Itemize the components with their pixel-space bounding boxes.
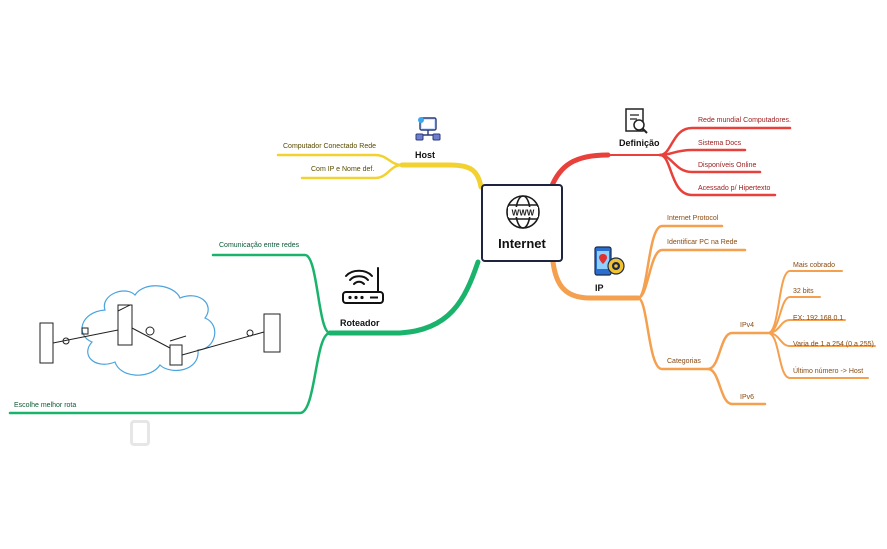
definicao-item-1[interactable]: Rede mundial Computadores.: [698, 117, 791, 124]
definicao-item-3[interactable]: Disponíveis Online: [698, 162, 757, 169]
ipv4-item-5[interactable]: Último número -> Host: [793, 368, 864, 375]
network-sketch-image: [18, 265, 308, 400]
definicao-main-connector: [548, 152, 611, 191]
ipv4-item-4[interactable]: Varia de 1 a 254 (0 a 255): [793, 341, 874, 348]
ip-item-2[interactable]: Identificar PC na Rede: [667, 239, 738, 246]
document-search-icon: [625, 108, 648, 134]
globe-www-icon: WWW: [506, 195, 540, 229]
computer-network-icon: [415, 117, 441, 141]
ipv6-node[interactable]: IPv6: [740, 394, 755, 401]
roteador-main-connector: [327, 259, 481, 336]
central-topic-node[interactable]: WWW Internet: [481, 184, 563, 262]
definicao-item-2[interactable]: Sistema Docs: [698, 140, 742, 147]
ip-categorias[interactable]: Categorias: [667, 358, 701, 365]
ipv4-item-1[interactable]: Mais cobrado: [793, 262, 836, 269]
host-item-1[interactable]: Computador Conectado Rede: [283, 143, 377, 150]
roteador-item-1[interactable]: Comunicação entre redes: [219, 242, 300, 249]
host-main-connector: [399, 162, 484, 190]
ipv4-item-2[interactable]: 32 bits: [793, 288, 814, 295]
central-topic-title: Internet: [498, 236, 546, 251]
ip-topic[interactable]: IP: [595, 283, 604, 293]
host-topic[interactable]: Host: [415, 150, 435, 160]
svg-text:WWW: WWW: [512, 209, 535, 218]
wifi-router-icon: [342, 267, 384, 304]
device-placeholder-icon: [130, 420, 150, 446]
roteador-topic[interactable]: Roteador: [340, 318, 380, 328]
ip-main-connector: [550, 259, 641, 301]
roteador-item-2[interactable]: Escolhe melhor rota: [14, 402, 77, 409]
definicao-item-4[interactable]: Acessado p/ Hipertexto: [698, 185, 771, 192]
definicao-topic[interactable]: Definição: [619, 138, 660, 148]
ipv4-item-3[interactable]: EX: 192.168.0.1: [793, 315, 844, 322]
phone-location-icon: [594, 246, 625, 276]
ipv4-node[interactable]: IPv4: [740, 322, 755, 329]
ip-item-1[interactable]: Internet Protocol: [667, 215, 719, 222]
host-item-2[interactable]: Com IP e Nome def.: [311, 166, 375, 173]
